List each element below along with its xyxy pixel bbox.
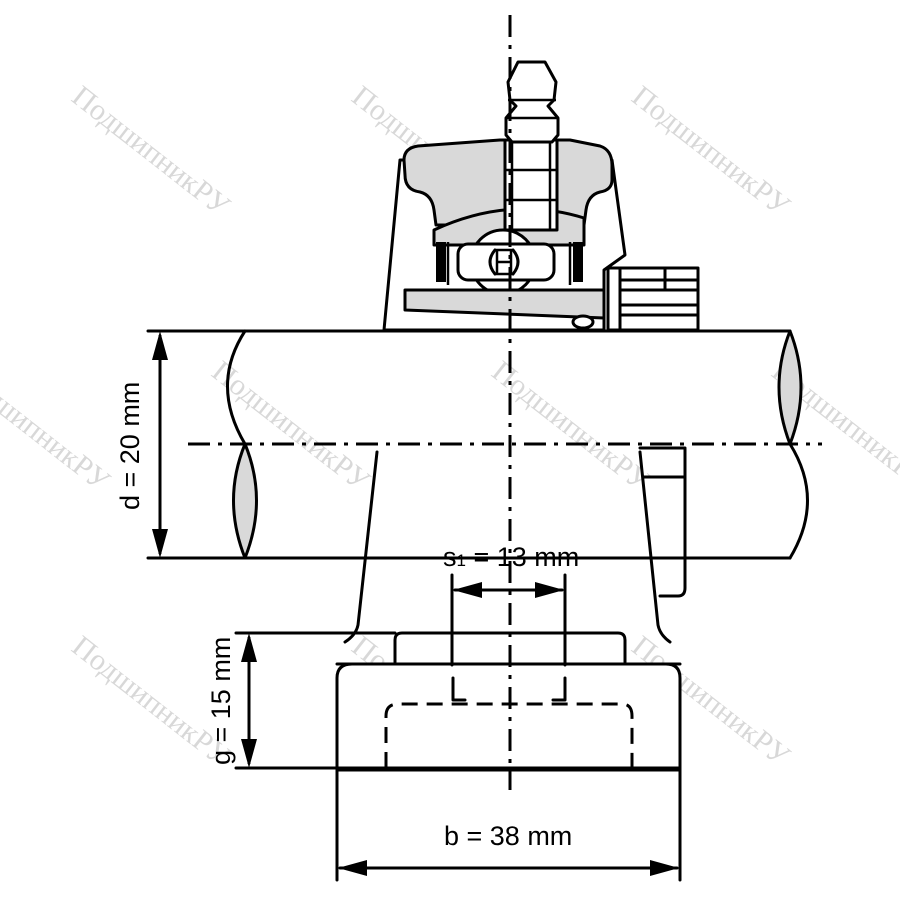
dimension-g-label: g = 15 mm xyxy=(206,637,236,765)
watermark: ПодшипникРУ xyxy=(66,80,237,224)
housing-top xyxy=(382,138,700,332)
grease-nipple xyxy=(504,60,560,144)
watermark: ПодшипникРУ xyxy=(206,355,377,499)
dimension-g: g = 15 mm xyxy=(206,631,682,770)
dimension-d: d = 20 mm xyxy=(115,331,168,558)
dimension-b: b = 38 mm xyxy=(335,766,682,882)
dimension-s1: s1 = 13 mm xyxy=(443,542,579,667)
shaft xyxy=(146,329,822,560)
dimension-d-label: d = 20 mm xyxy=(115,382,145,510)
watermark: ПодшипникРУ xyxy=(626,80,797,224)
housing-foot xyxy=(335,15,687,790)
dimension-b-label: b = 38 mm xyxy=(444,821,572,851)
watermark: ПодшипникРУ xyxy=(0,355,116,499)
dimension-s1-label: s1 = 13 mm xyxy=(443,542,579,572)
